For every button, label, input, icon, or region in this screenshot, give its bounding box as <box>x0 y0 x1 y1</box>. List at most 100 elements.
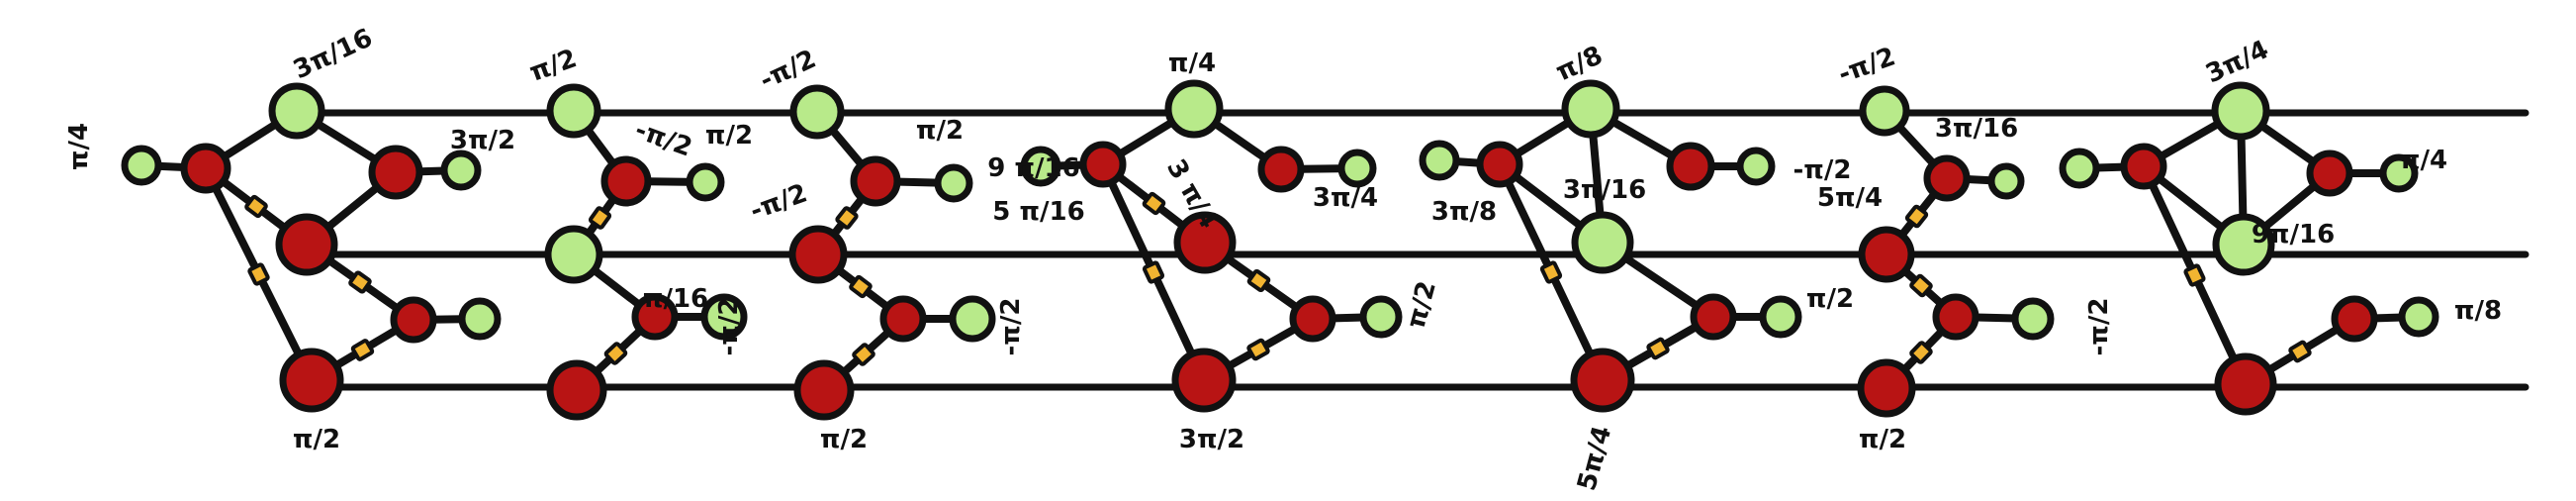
z-spider <box>1923 154 1971 202</box>
hadamard-box <box>2183 263 2206 287</box>
x-spider <box>2211 81 2270 141</box>
hadamard-box <box>588 206 612 230</box>
hadamard-box <box>1246 338 1270 361</box>
z-spider <box>275 213 338 276</box>
phase-label: π/2 <box>526 44 582 88</box>
hadamard-box <box>852 343 875 366</box>
x-spider <box>1020 146 1061 187</box>
hadamard-box <box>1539 260 1563 284</box>
phase-label: π/2 <box>705 121 753 150</box>
z-spider <box>1857 358 1916 418</box>
x-spider <box>1736 147 1776 186</box>
z-spider <box>1079 141 1127 188</box>
phase-label: π/8 <box>1551 41 1607 88</box>
phase-label: 3π/8 <box>1431 197 1497 227</box>
z-spider <box>1171 348 1237 413</box>
hadamard-box <box>1142 191 1166 216</box>
phase-label: π/2 <box>1859 425 1906 454</box>
phase-label: -π/2 <box>1794 155 1852 185</box>
hadamard-box <box>348 270 372 294</box>
spider-nodes <box>121 79 2439 421</box>
hadamard-box <box>350 339 375 361</box>
hadamard-box <box>1909 341 1933 364</box>
z-spider <box>180 143 231 194</box>
x-spider <box>1561 79 1620 139</box>
z-spider <box>850 155 901 207</box>
phase-label: 3π/2 <box>450 126 515 155</box>
z-spider <box>368 145 423 200</box>
phase-label: π/16 <box>643 284 708 314</box>
hadamard-box <box>2288 340 2312 363</box>
phase-label: -π/2 <box>1834 42 1899 89</box>
phase-label: 3π/2 <box>1179 425 1244 454</box>
x-spider <box>1571 211 1634 274</box>
z-spider <box>546 359 607 421</box>
phase-label: π/2 <box>293 425 340 454</box>
hadamard-box <box>849 274 873 299</box>
phase-label: 5π/4 <box>1817 183 1883 213</box>
z-spider <box>2306 150 2353 197</box>
phase-label: π/2 <box>1402 278 1442 332</box>
hadamard-box <box>244 194 268 219</box>
x-spider <box>544 225 603 284</box>
z-spider <box>879 295 927 343</box>
hadamard-box <box>1142 260 1165 284</box>
x-spider <box>686 162 725 202</box>
x-spider <box>1759 295 1802 339</box>
phase-label: -π/2 <box>996 298 1026 356</box>
phase-label: 5 π/16 <box>992 197 1084 227</box>
z-spider <box>788 225 848 284</box>
x-spider <box>440 150 482 191</box>
hadamard-box <box>1909 273 1933 298</box>
x-spider <box>1987 162 2025 200</box>
phase-label: π/8 <box>2454 296 2502 326</box>
z-spider <box>1666 142 1715 191</box>
z-spider <box>2214 352 2277 416</box>
phase-label: 9 π/16 <box>987 153 1079 183</box>
phase-label: -π/2 <box>746 178 811 226</box>
z-spider <box>1257 146 1305 193</box>
phase-labels: π/4 3π/16 3π/2 π/2 π/2 -π/2 π/2 π/16 -π/2 -π/2 π/2… <box>64 23 2502 493</box>
z-spider <box>1173 211 1237 274</box>
phase-label: π/2 <box>916 116 964 146</box>
x-spider <box>268 82 325 140</box>
hadamard-boxes <box>244 191 2312 366</box>
phase-label: π/4 <box>1168 49 1216 78</box>
phase-label: -π/2 <box>2084 298 2114 356</box>
z-spider <box>1289 295 1336 343</box>
z-spider <box>1932 293 1979 341</box>
hadamard-box <box>1646 337 1670 360</box>
phase-label: 3π/16 <box>289 23 377 85</box>
z-spider <box>1690 293 1737 341</box>
z-spider <box>1858 226 1915 283</box>
phase-label: 3π/4 <box>2201 35 2273 89</box>
z-spider <box>2120 143 2167 190</box>
x-spider <box>949 295 996 343</box>
x-spider <box>546 83 601 139</box>
x-spider <box>789 84 845 140</box>
qubit-wires <box>313 109 2530 391</box>
phase-label: π/4 <box>64 123 94 170</box>
phase-label: -π/2 <box>631 115 696 162</box>
z-spider <box>390 296 437 344</box>
z-spider <box>1476 141 1523 188</box>
x-spider <box>2398 296 2439 338</box>
x-spider <box>2379 153 2419 193</box>
phase-label: 5π/4 <box>1572 423 1617 494</box>
x-spider <box>458 297 502 341</box>
z-spider <box>793 359 855 421</box>
x-spider <box>1164 79 1224 139</box>
hadamard-box <box>247 262 270 286</box>
z-spider <box>1570 348 1635 413</box>
phase-label: 3 π/4 <box>1160 154 1224 234</box>
x-spider <box>2212 213 2275 276</box>
phase-label: 3π/4 <box>1313 183 1378 213</box>
x-spider <box>1419 140 1460 181</box>
x-spider <box>934 163 973 203</box>
phase-label: 9π/16 <box>2252 220 2335 250</box>
x-spider <box>1337 149 1377 188</box>
phase-label: π/2 <box>1806 284 1854 314</box>
z-spider <box>600 155 652 207</box>
